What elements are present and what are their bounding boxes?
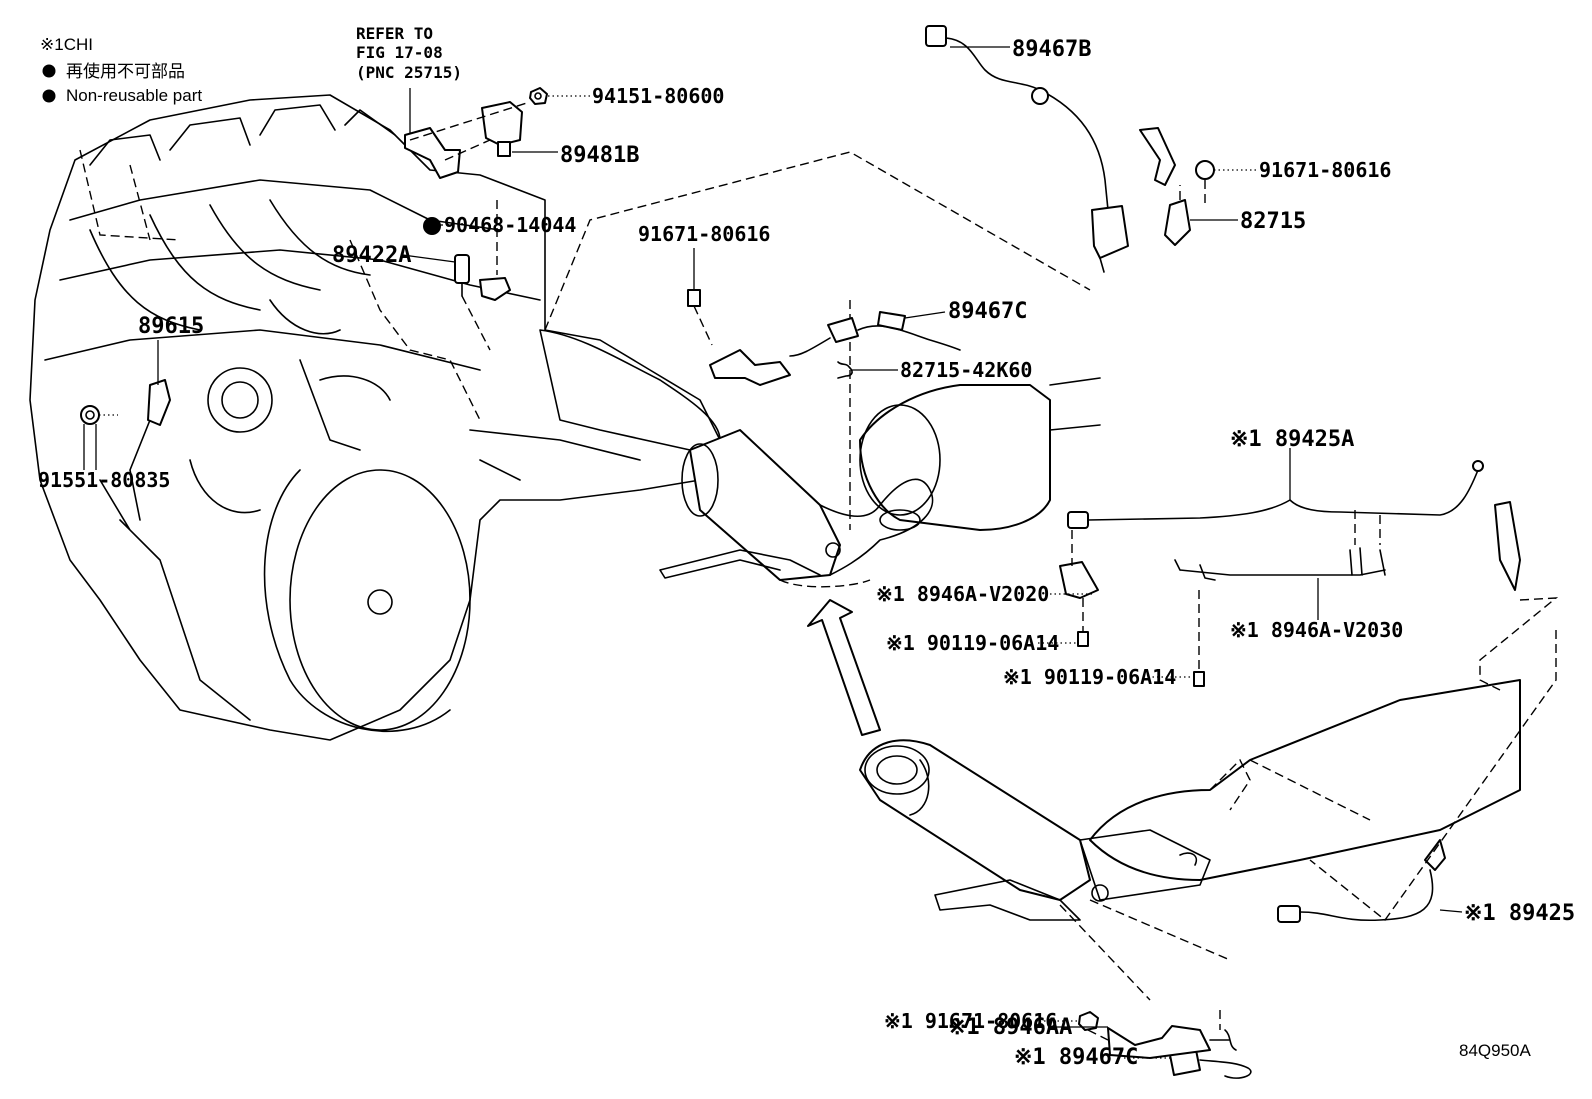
legend-mark: ※1CHI bbox=[40, 35, 93, 54]
part-8946AA[interactable] bbox=[1107, 1025, 1237, 1059]
part-91551-80835[interactable] bbox=[80, 405, 118, 425]
part-94151-80600[interactable] bbox=[529, 87, 548, 105]
part-8946A-V2030[interactable] bbox=[1174, 547, 1386, 581]
label-94151-80600[interactable]: 94151-80600 bbox=[592, 84, 724, 108]
sensor-clamp bbox=[479, 277, 511, 301]
non-reusable-dot-icon bbox=[42, 89, 56, 103]
part-89467B[interactable] bbox=[925, 25, 1129, 273]
part-90468-14044[interactable] bbox=[423, 217, 441, 235]
part-91671-80616-front[interactable] bbox=[687, 289, 713, 346]
label-91671-80616-front[interactable]: 91671-80616 bbox=[638, 222, 770, 246]
label-89615[interactable]: 89615 bbox=[138, 314, 204, 339]
part-89467C[interactable] bbox=[789, 311, 961, 357]
mounting-bracket bbox=[404, 127, 461, 179]
reference-note: REFER TO FIG 17-08 (PNC 25715) bbox=[356, 24, 462, 140]
view-direction-arrow-icon bbox=[807, 599, 881, 736]
part-82715-42K60[interactable] bbox=[837, 361, 853, 379]
part-89422A[interactable] bbox=[454, 254, 470, 297]
front-catalytic-converter-illustration bbox=[544, 151, 1101, 588]
label-89467C-rear[interactable]: ※1 89467C bbox=[1014, 1045, 1138, 1070]
label-89467C[interactable]: 89467C bbox=[948, 299, 1027, 324]
label-90119-06A14-b[interactable]: ※1 90119-06A14 bbox=[1003, 665, 1176, 689]
legend: ※1CHI 再使用不可部品 Non-reusable part bbox=[40, 35, 202, 105]
part-91671-80616-rear[interactable] bbox=[1078, 1011, 1099, 1031]
non-reusable-dot-icon bbox=[42, 64, 56, 78]
label-89481B[interactable]: 89481B bbox=[560, 143, 639, 168]
part-89615[interactable] bbox=[147, 340, 171, 426]
label-8946A-V2020[interactable]: ※1 8946A-V2020 bbox=[876, 582, 1049, 606]
label-91671-80616-top[interactable]: 91671-80616 bbox=[1259, 158, 1391, 182]
legend-en: Non-reusable part bbox=[66, 86, 202, 105]
part-89425A[interactable] bbox=[1067, 460, 1521, 591]
label-8946AA[interactable]: ※1 8946AA bbox=[948, 1015, 1072, 1040]
part-82715[interactable] bbox=[1164, 199, 1191, 246]
part-89425[interactable] bbox=[1277, 630, 1557, 923]
engine-assembly-illustration bbox=[29, 94, 721, 741]
label-89467B[interactable]: 89467B bbox=[1012, 37, 1091, 62]
legend-jp: 再使用不可部品 bbox=[66, 61, 185, 81]
label-90468-14044[interactable]: 90468-14044 bbox=[444, 213, 576, 237]
part-89481B[interactable] bbox=[481, 101, 523, 157]
figure-code: 84Q950A bbox=[1459, 1041, 1531, 1060]
part-90119-06A14-a[interactable] bbox=[1077, 598, 1089, 647]
leader-lines bbox=[83, 46, 1463, 1059]
part-8946A-V2020[interactable] bbox=[1059, 530, 1099, 599]
callout-labels: 94151-80600 89481B 90468-14044 89422A 89… bbox=[38, 37, 1575, 1070]
rear-catalytic-converter-illustration bbox=[859, 679, 1521, 1001]
label-82715[interactable]: 82715 bbox=[1240, 209, 1306, 234]
label-91671-80616-rear[interactable]: ※1 91671-80616 bbox=[884, 1009, 1057, 1033]
part-90119-06A14-b[interactable] bbox=[1193, 590, 1205, 687]
label-89425A[interactable]: ※1 89425A bbox=[1230, 427, 1354, 452]
label-89425[interactable]: ※1 89425 bbox=[1464, 901, 1575, 926]
reference-line3: (PNC 25715) bbox=[356, 63, 462, 82]
reference-line1: REFER TO bbox=[356, 24, 433, 43]
label-8946A-V2030[interactable]: ※1 8946A-V2030 bbox=[1230, 618, 1403, 642]
part-91671-80616-top[interactable] bbox=[1195, 160, 1215, 180]
label-91551-80835[interactable]: 91551-80835 bbox=[38, 468, 170, 492]
label-89422A[interactable]: 89422A bbox=[332, 243, 411, 268]
reference-line2: FIG 17-08 bbox=[356, 43, 443, 62]
sensor-bracket-front bbox=[709, 349, 791, 386]
label-90119-06A14-a[interactable]: ※1 90119-06A14 bbox=[886, 631, 1059, 655]
label-82715-42K60[interactable]: 82715-42K60 bbox=[900, 358, 1032, 382]
sensor-bracket-top bbox=[1139, 127, 1176, 186]
